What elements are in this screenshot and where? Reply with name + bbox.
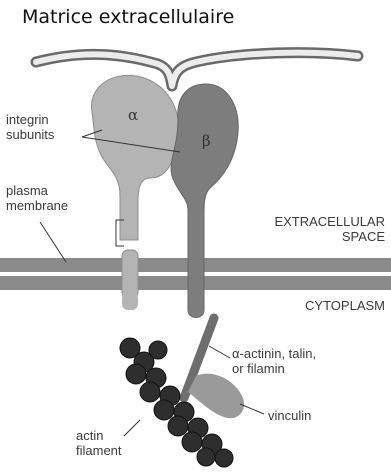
- actin-bead: [154, 400, 174, 420]
- membrane-label-line: [40, 222, 66, 262]
- actin-bead: [140, 382, 160, 402]
- actin-label-line: [124, 420, 140, 436]
- vinculin-label: vinculin: [268, 408, 311, 423]
- actin-bead: [182, 432, 202, 452]
- alpha-actinin-line1: α-actinin, talin,: [232, 346, 316, 361]
- alpha-transmembrane-segment: [122, 250, 138, 298]
- actin-bead: [215, 449, 233, 467]
- extracellular-space-line2: SPACE: [274, 229, 385, 244]
- plasma-membrane-line2: membrane: [6, 198, 68, 213]
- matrix-fiber: [36, 53, 358, 86]
- alpha-cytoplasmic-tail: [122, 292, 138, 310]
- actin-bead: [197, 448, 215, 466]
- actin-filament-line2: filament: [76, 443, 122, 458]
- actin-filament-line1: actin: [76, 428, 122, 443]
- cytoplasm-label: CYTOPLASM: [305, 298, 385, 313]
- actin-filament-label: actin filament: [76, 428, 122, 458]
- extracellular-space-line1: EXTRACELLULAR: [274, 214, 385, 229]
- alpha-actinin-line2: or filamin: [232, 361, 316, 376]
- integrin-subunits-line1: integrin: [6, 112, 54, 127]
- alpha-actinin-label-line: [209, 346, 230, 358]
- integrin-subunits-line2: subunits: [6, 127, 54, 142]
- plasma-membrane-label: plasma membrane: [6, 183, 68, 213]
- diagram-title: Matrice extracellulaire: [22, 6, 234, 28]
- actin-bead: [168, 416, 188, 436]
- vinculin-protein: [188, 374, 244, 419]
- vinculin-label-line: [240, 404, 264, 414]
- actin-bead: [126, 364, 146, 384]
- alpha-actinin-label: α-actinin, talin, or filamin: [232, 346, 316, 376]
- beta-symbol: β: [202, 132, 211, 150]
- integrin-subunits-label: integrin subunits: [6, 112, 54, 142]
- alpha-symbol: α: [128, 106, 138, 124]
- extracellular-space-label: EXTRACELLULAR SPACE: [274, 214, 385, 244]
- alpha-subunit: [92, 75, 179, 240]
- actin-bead: [149, 341, 167, 359]
- plasma-membrane-line1: plasma: [6, 183, 68, 198]
